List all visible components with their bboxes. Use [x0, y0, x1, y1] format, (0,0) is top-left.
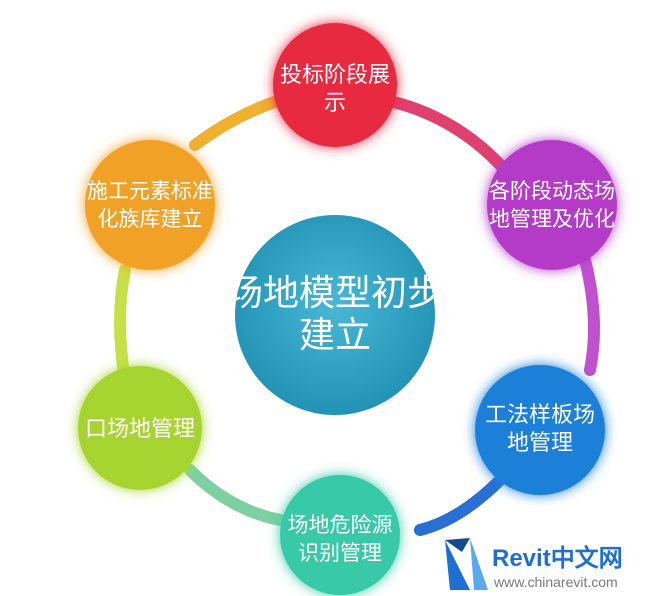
- arc-site-family: [114, 264, 131, 386]
- node-method-line2: 地管理: [507, 431, 573, 456]
- node-bid-circle: [273, 23, 397, 147]
- node-dynamic-line1: 各阶段动态场: [489, 179, 615, 203]
- node-dynamic-line2: 地管理及优化: [489, 207, 615, 231]
- node-method-line1: 工法样板场: [485, 403, 595, 428]
- node-bid: 投标阶段展 示: [273, 23, 397, 147]
- node-hazard-line2: 识别管理: [298, 541, 382, 565]
- watermark: Revit中文网 www.chinarevit.com: [445, 538, 623, 590]
- node-method-circle: [475, 365, 605, 495]
- node-bid-line1: 投标阶段展: [280, 63, 390, 88]
- node-site: 口场地管理: [78, 366, 202, 490]
- arc-dynamic-method: [579, 254, 600, 376]
- arc-family-bid: [189, 94, 286, 151]
- node-family: 施工元素标准 化族库建立: [85, 140, 215, 270]
- node-hazard: 场地危险源 识别管理: [280, 475, 400, 595]
- center-label-line1: 场地模型初步: [227, 273, 443, 314]
- center-circle: [235, 215, 435, 415]
- node-family-line1: 施工元素标准: [87, 179, 213, 203]
- node-bid-line2: 示: [324, 91, 346, 116]
- arc-hazard-site: [184, 464, 286, 526]
- node-hazard-circle: [280, 475, 400, 595]
- watermark-url: www.chinarevit.com: [493, 574, 618, 590]
- center-label-line2: 建立: [299, 315, 371, 356]
- node-family-circle: [85, 140, 215, 270]
- watermark-brand: Revit中文网: [492, 544, 623, 572]
- node-site-circle: [78, 366, 202, 490]
- node-hazard-line1: 场地危险源: [288, 513, 393, 537]
- node-site-line1: 口场地管理: [85, 417, 195, 442]
- node-dynamic: 各阶段动态场 地管理及优化: [487, 140, 617, 270]
- node-method: 工法样板场 地管理: [475, 365, 605, 495]
- node-dynamic-circle: [487, 140, 617, 270]
- arc-bid-dynamic: [379, 94, 511, 176]
- arc-method-hazard: [414, 474, 506, 536]
- revit-logo-icon: [445, 538, 488, 590]
- center-node: 场地模型初步 建立: [227, 215, 443, 415]
- connector-ring: [114, 94, 600, 536]
- node-family-line2: 化族库建立: [98, 207, 203, 231]
